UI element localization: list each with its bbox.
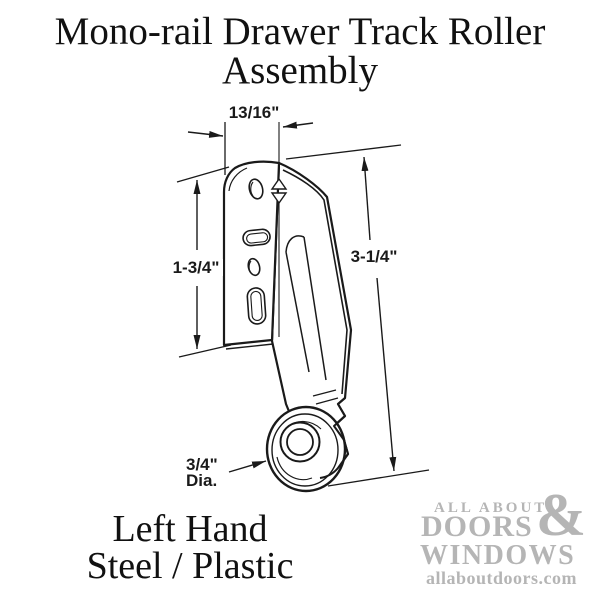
dimension-label-roller-diameter-value: 3/4" [186,455,218,474]
centerline-triangle-down [270,192,288,205]
vertical-slot-inner [250,290,263,321]
product-description: Left Hand Steel / Plastic [15,508,365,587]
page-title-line1: Mono-rail Drawer Track Roller [54,10,546,53]
roller-wheel-tread-arc [276,456,313,481]
horizontal-slot-inner [246,232,269,244]
arm-detail-lines [282,169,348,405]
arrow-top-width-left [187,130,224,138]
roller-wheel-inner-rim [271,413,339,487]
centerline-group [270,122,288,337]
dimension-label-plate-height: 1-3/4" [169,259,223,276]
dimension-label-roller-diameter: 3/4" Dia. [186,455,230,490]
watermark-windows: WINDOWS [420,540,576,571]
extension-lines [176,122,430,487]
roller-bore [286,428,314,456]
arrow-overall-height-up [361,156,371,241]
extension-line-overall-bottom [327,469,430,487]
product-material-label: Steel / Plastic [86,545,294,587]
screw-hole-middle-depth-arc [248,260,252,274]
screw-hole-top [248,178,264,200]
arrow-overall-height-down [376,277,397,472]
product-hand-label: Left Hand [112,508,268,550]
arm-groove-top-arc [285,235,305,253]
screw-hole-top-depth-arc [250,181,254,197]
arm-notch-tab-edge [319,397,349,479]
dimension-arrows [187,121,397,473]
dimension-label-top-width: 13/16" [225,104,283,121]
watermark-url: allaboutdoors.com [426,568,578,588]
centerline-triangle-up [270,177,288,190]
page-title: Mono-rail Drawer Track Roller Assembly [0,12,600,90]
arm-groove-right-line [303,236,327,381]
arm-groove-left-line [285,251,310,373]
plate-bottom-thickness-line [225,343,274,350]
arm-edge-inner-line [282,169,348,395]
arrow-roller-diameter [228,460,267,473]
watermark-ampersand: & [536,482,586,548]
watermark-all-about: ALL ABOUT [434,500,548,516]
roller-wheel [265,405,347,493]
extension-line-plate-bottom [178,344,232,358]
page-title-line2: Assembly [222,49,378,92]
plate-holes [242,178,271,325]
watermark-doors: DOORS [421,510,533,543]
dimension-label-overall-height: 3-1/4" [345,248,403,265]
arrow-top-width-right [282,121,314,129]
dimension-label-roller-diameter-unit: Dia. [186,471,218,490]
extension-line-overall-top [285,144,402,160]
plate-corner-inner-arc [228,167,248,192]
plate-detail-lines [225,167,274,350]
arm-end-lines [312,389,339,405]
extension-line-plate-top [176,166,230,183]
